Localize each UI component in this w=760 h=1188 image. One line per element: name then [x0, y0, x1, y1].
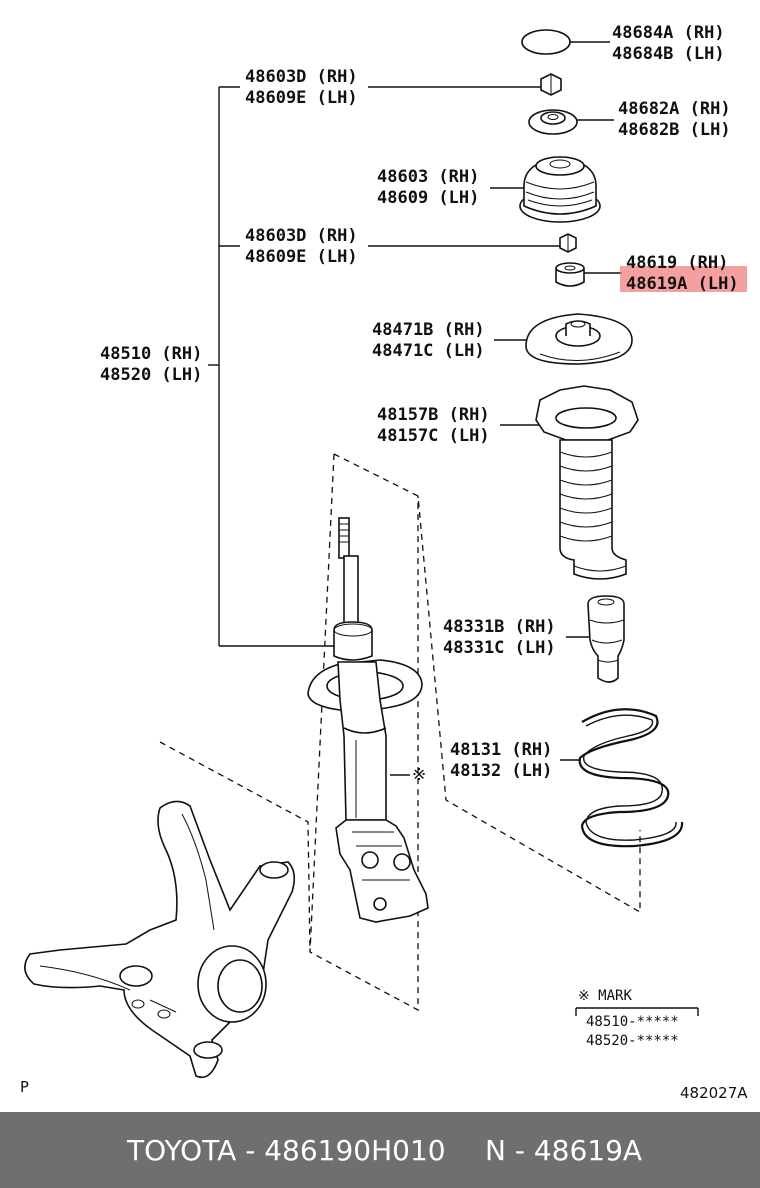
- footer-bar: TOYOTA - 486190H010 N - 48619A: [0, 1112, 760, 1188]
- corner-marker: P: [20, 1078, 29, 1096]
- mark-box: ※ MARK 48510-***** 48520-*****: [575, 988, 699, 1049]
- shock-absorber: [307, 453, 429, 1012]
- label-nut-top-lh: 48609E (LH): [245, 88, 358, 108]
- nut-top: [540, 73, 562, 96]
- label-bumper-rh: 48331B (RH): [443, 617, 556, 637]
- upper-spring-seat: [525, 313, 633, 365]
- spring-seat-upper: [528, 109, 578, 135]
- label-absorber-rh: 48510 (RH): [100, 344, 202, 364]
- bump-stopper: [587, 595, 625, 683]
- footer-part-number: TOYOTA - 486190H010: [127, 1134, 446, 1167]
- label-upper-seat-lh: 48471C (LH): [372, 341, 485, 361]
- label-boot-lh: 48157C (LH): [377, 426, 490, 446]
- label-cap-rh: 48684A (RH): [612, 23, 725, 43]
- diagram-code: 482027A: [680, 1084, 748, 1102]
- label-absorber-lh: 48520 (LH): [100, 365, 202, 385]
- mark-row: 48510-*****: [586, 1014, 679, 1030]
- part-labels: 48684A (RH) 48684B (LH) 48603D (RH) 4860…: [100, 23, 739, 785]
- label-nut-mid-rh: 48603D (RH): [245, 226, 358, 246]
- label-support-lh: 48609 (LH): [377, 188, 479, 208]
- coil-spring: [578, 708, 684, 848]
- knuckle-outline: [159, 741, 311, 953]
- label-nut-top-rh: 48603D (RH): [245, 67, 358, 87]
- asterisk-mark: ※: [412, 765, 426, 785]
- label-spring-lh: 48132 (LH): [450, 761, 552, 781]
- mark-row: 48520-*****: [586, 1033, 679, 1049]
- spring-group-outline: [333, 453, 641, 914]
- mount-cap: [521, 29, 571, 55]
- part-highlight: [620, 266, 747, 292]
- nut-mid: [559, 233, 577, 253]
- label-nut-mid-lh: 48609E (LH): [245, 247, 358, 267]
- label-upper-seat-rh: 48471B (RH): [372, 320, 485, 340]
- leader-lines: [208, 41, 622, 776]
- label-boot-rh: 48157B (RH): [377, 405, 490, 425]
- label-bushing-rh: 48619 (RH): [626, 253, 728, 273]
- label-seat-rh: 48682A (RH): [618, 99, 731, 119]
- steering-knuckle: [24, 800, 296, 1079]
- bushing: [555, 262, 585, 287]
- support-assembly: [519, 156, 601, 223]
- label-support-rh: 48603 (RH): [377, 167, 479, 187]
- label-bumper-lh: 48331C (LH): [443, 638, 556, 658]
- footer-part-code: N - 48619A: [485, 1134, 643, 1167]
- label-spring-rh: 48131 (RH): [450, 740, 552, 760]
- label-bushing-lh: 48619A (LH): [626, 274, 739, 294]
- label-cap-lh: 48684B (LH): [612, 44, 725, 64]
- label-seat-lh: 48682B (LH): [618, 120, 731, 140]
- mark-box-title: ※ MARK: [578, 988, 632, 1004]
- dust-boot: [535, 385, 639, 580]
- parts-diagram: 48684A (RH) 48684B (LH) 48603D (RH) 4860…: [20, 23, 748, 1102]
